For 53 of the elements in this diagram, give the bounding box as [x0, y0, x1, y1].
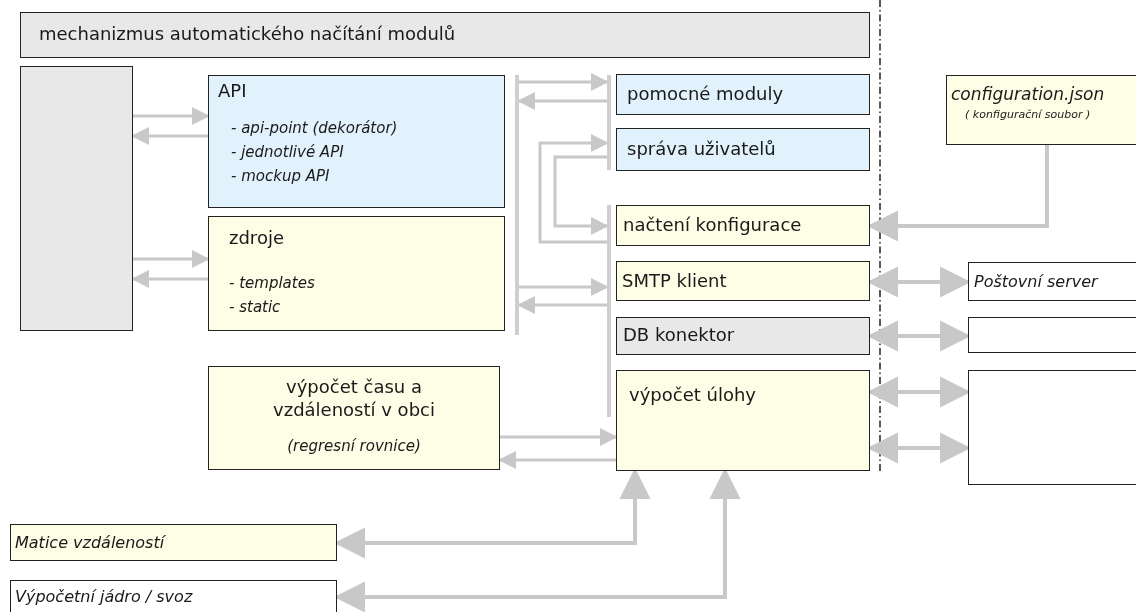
module-box: [208, 216, 505, 331]
arrow: [131, 269, 208, 289]
arrow: [517, 91, 607, 111]
arrow: [553, 155, 609, 236]
node-label: Výpočetní jádro / svoz: [15, 587, 193, 606]
list-item: - static: [229, 298, 281, 316]
list-item: - jednotlivé API: [231, 143, 344, 161]
node-heading: API: [218, 80, 247, 101]
node-label: SMTP klient: [622, 270, 727, 291]
node-label: výpočet času a vzdáleností v obci: [272, 375, 436, 422]
arrow: [517, 295, 607, 315]
connector-bar: [607, 205, 611, 417]
header-box: [20, 12, 870, 58]
arrow: [133, 249, 210, 269]
arrow: [538, 133, 609, 244]
list-item: - mockup API: [231, 167, 330, 185]
arrow: [131, 126, 208, 146]
connector-bar: [607, 75, 611, 170]
node-label: Poštovní server: [974, 272, 1098, 291]
node-label: DB konektor: [623, 324, 735, 345]
module-box: [616, 128, 870, 171]
arrow: [133, 106, 210, 126]
module-box: [616, 261, 870, 301]
arrow: [519, 72, 609, 92]
node-label: správa uživatelů: [627, 138, 776, 159]
empty-box: [968, 317, 1136, 353]
arrow: [519, 277, 609, 297]
arrow: [498, 450, 616, 470]
module-box: [968, 262, 1136, 301]
module-box: [10, 580, 337, 612]
empty-box: [20, 66, 133, 331]
module-box: [208, 75, 505, 208]
empty-box: [968, 370, 1136, 485]
node-label: pomocné moduly: [627, 83, 784, 104]
node-label: načtení konfigurace: [623, 214, 802, 235]
list-item: - api-point (dekorátor): [231, 119, 398, 137]
arrow: [500, 427, 618, 447]
node-label: configuration.json: [951, 84, 1105, 104]
module-box: [616, 317, 870, 355]
node-label: výpočet úlohy: [629, 384, 756, 405]
title-text: mechanizmus automatického načítání modulů: [39, 23, 456, 44]
module-box: [616, 370, 870, 471]
module-box: [616, 74, 870, 115]
connector-bar: [515, 75, 519, 335]
module-box: [10, 524, 337, 561]
module-box: [208, 366, 500, 470]
module-box: [946, 75, 1136, 145]
module-box: [616, 205, 870, 246]
node-label: Matice vzdáleností: [15, 533, 165, 552]
list-item: - templates: [229, 274, 315, 292]
node-note: (regresní rovnice): [286, 437, 422, 457]
node-heading: zdroje: [229, 227, 284, 248]
node-note: ( konfigurační soubor ): [965, 108, 1091, 121]
